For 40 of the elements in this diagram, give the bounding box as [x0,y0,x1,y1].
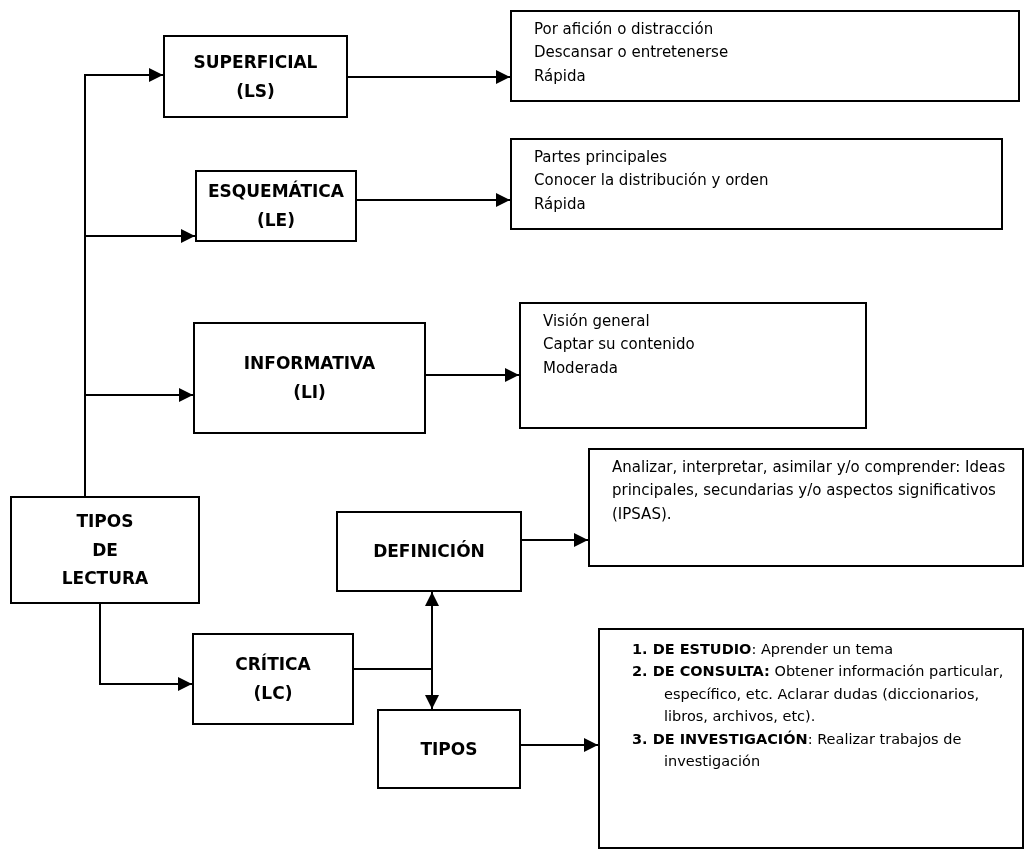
box-title: TIPOS [420,737,478,761]
description-line: Descansar o entretenerse [534,42,730,64]
category-box [193,322,426,434]
box-title: INFORMATIVA (LI) [243,352,376,404]
description-box [519,302,867,429]
description-line: Por afición o distracción [534,19,715,40]
list-box [598,628,1024,849]
description-line: Moderada [543,357,619,379]
box-title: DEFINICIÓN [373,539,485,564]
category-box [10,496,200,604]
description-box [510,10,1020,102]
arrow [99,603,193,691]
description-line: Visión general [543,311,651,332]
arrow [347,70,511,84]
description-line: Partes principales [534,147,669,168]
arrow [84,388,194,497]
box-title: TIPOS DE LECTURA [61,509,149,591]
description-box [510,138,1003,230]
category-box [163,35,348,118]
category-box [336,511,522,592]
description-line: Rápida [534,65,587,87]
description-line: Analizar, interpretar, asimilar y/o comprender: Ideas principales, secundarias y/o aspectos significativos (IPSAS). [612,457,1007,525]
box-title: CRÍTICA (LC) [235,652,311,705]
arrow [520,738,599,752]
box-title: SUPERFICIAL (LS) [193,50,318,103]
list-item: 1. DE ESTUDIO: Aprender un tema [632,640,895,659]
description-line: Captar su contenido [543,334,696,356]
category-box [377,709,521,789]
list-item: 2. DE CONSULTA: Obtener información particular, específico, etc. Aclarar dudas (diccionarios, libros, archivos, etc). [632,662,1005,727]
arrow [356,193,511,207]
category-box [195,170,357,242]
list-item: 3. DE INVESTIGACIÓN: Realizar trabajos de investigación [632,729,963,772]
description-line: Rápida [534,193,587,215]
description-box [588,448,1024,567]
arrow [425,368,520,382]
category-box [192,633,354,725]
arrow [353,668,439,710]
arrow [521,533,589,547]
description-line: Conocer la distribución y orden [534,170,770,192]
box-title: ESQUEMÁTICA (LE) [207,179,344,232]
